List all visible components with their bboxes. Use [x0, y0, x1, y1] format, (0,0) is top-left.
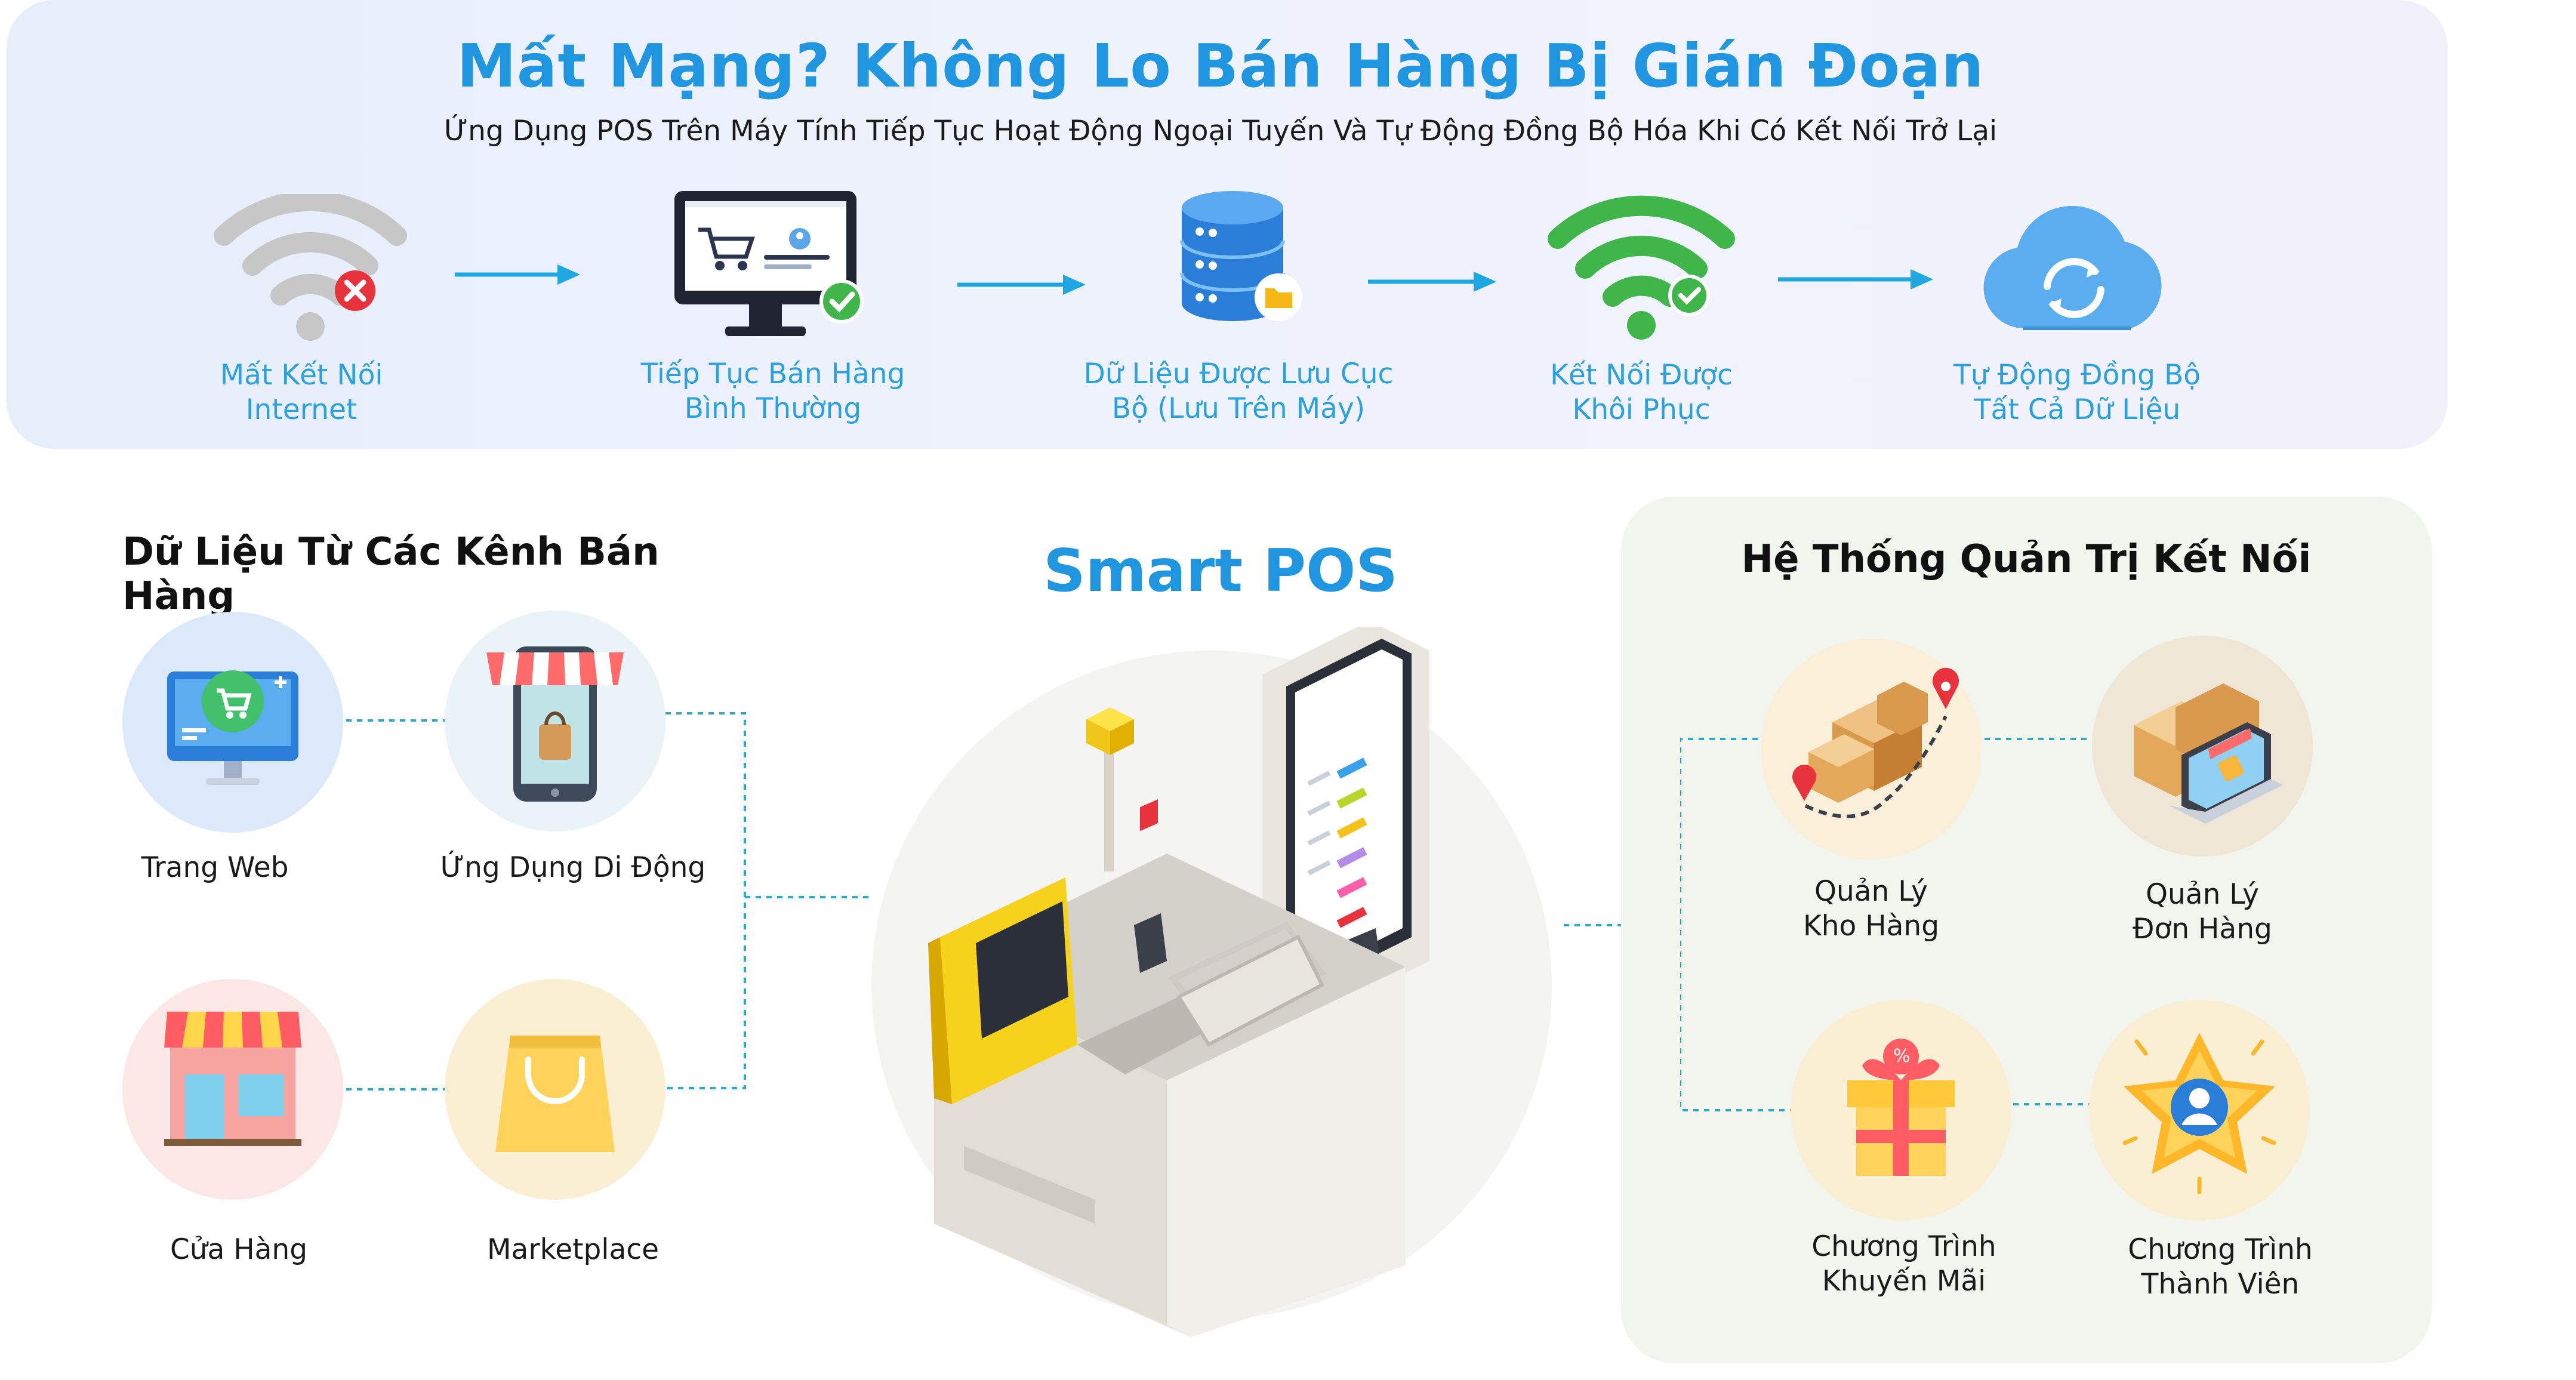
channel-label-marketplace: Marketplace	[486, 1233, 659, 1266]
banner-subtitle: Ứng Dụng POS Trên Máy Tính Tiếp Tục Hoạt…	[443, 115, 1998, 147]
label-line: Chương Trình	[2128, 1233, 2313, 1266]
smart-pos-title: Smart POS	[1043, 537, 1398, 605]
arrow-icon	[452, 260, 584, 289]
percent-glyph: %	[1893, 1046, 1911, 1067]
management-panel	[1621, 497, 2432, 1363]
order-laptop-icon	[2092, 636, 2313, 857]
management-label-members: Chương Trình Thành Viên	[2089, 1233, 2352, 1302]
wifi-off-icon	[212, 194, 409, 343]
arrow-icon	[955, 270, 1089, 300]
cloud-sync-icon	[1982, 200, 2167, 337]
gift-promo-icon: %	[1791, 1000, 2011, 1221]
step-line: Mất Kết Nối	[220, 359, 383, 392]
member-star-icon	[2089, 1000, 2310, 1221]
channels-title: Dữ Liệu Từ Các Kênh Bán Hàng	[122, 530, 660, 618]
database-icon	[1176, 190, 1307, 327]
step-line: Tự Động Đồng Bộ	[1953, 359, 2201, 392]
label-line: Kho Hàng	[1802, 910, 1940, 942]
channel-label-web: Trang Web	[141, 851, 289, 884]
label-line: Đơn Hàng	[2133, 913, 2272, 945]
step-line: Dữ Liệu Được Lưu Cục	[1083, 358, 1394, 390]
step-line: Bộ (Lưu Trên Máy)	[1111, 392, 1366, 425]
mobile-app-icon	[445, 611, 665, 831]
management-label-warehouse: Quản Lý Kho Hàng	[1770, 874, 1973, 944]
step-line: Tiếp Tục Bán Hàng	[640, 358, 905, 390]
label-line: Thành Viên	[2141, 1268, 2300, 1301]
management-connectors	[1680, 728, 2098, 1122]
wifi-on-icon	[1546, 194, 1737, 343]
step-label-offline: Mất Kết Nối Internet	[182, 358, 421, 427]
shopping-bag-icon	[445, 979, 665, 1200]
banner-title: Mất Mạng? Không Lo Bán Hàng Bị Gián Đoạn	[457, 31, 1985, 101]
arrow-icon	[1776, 264, 1937, 294]
label-line: Quản Lý	[2146, 878, 2259, 911]
step-line: Kết Nối Được	[1550, 359, 1733, 392]
warehouse-icon	[1761, 639, 1982, 860]
management-label-promotions: Chương Trình Khuyến Mãi	[1779, 1230, 2029, 1299]
step-label-local-storage: Dữ Liệu Được Lưu Cục Bộ (Lưu Trên Máy)	[1077, 357, 1400, 426]
channel-label-store: Cửa Hàng	[170, 1233, 308, 1266]
label-line: Khuyến Mãi	[1822, 1265, 1986, 1298]
step-line: Khôi Phục	[1572, 393, 1711, 426]
step-label-reconnected: Kết Nối Được Khôi Phục	[1522, 358, 1761, 427]
label-line: Chương Trình	[1811, 1230, 1996, 1263]
self-checkout-kiosk-icon	[868, 627, 1573, 1343]
step-line: Tất Cả Dữ Liệu	[1973, 393, 2181, 426]
label-line: Quản Lý	[1814, 875, 1928, 908]
management-title: Hệ Thống Quản Trị Kết Nối	[1741, 537, 2312, 581]
website-icon	[122, 612, 343, 833]
step-line: Internet	[245, 393, 358, 426]
pos-monitor-icon	[668, 188, 865, 349]
step-label-auto-sync: Tự Động Đồng Bộ Tất Cả Dữ Liệu	[1952, 358, 2202, 427]
store-icon	[122, 979, 343, 1200]
channel-label-mobile: Ứng Dụng Di Động	[440, 851, 706, 884]
management-label-orders: Quản Lý Đơn Hàng	[2101, 877, 2304, 947]
step-label-continue-selling: Tiếp Tục Bán Hàng Bình Thường	[624, 357, 922, 426]
step-line: Bình Thường	[684, 392, 862, 425]
arrow-icon	[1366, 267, 1500, 297]
